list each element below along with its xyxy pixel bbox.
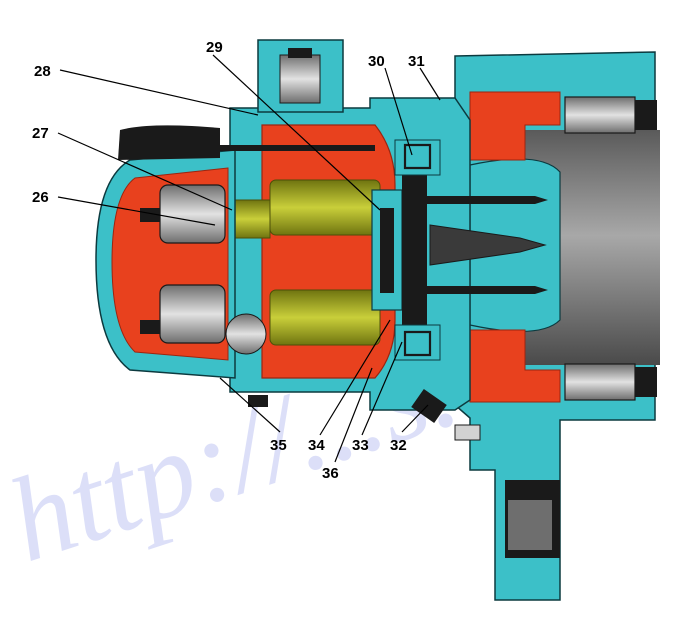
through-bolt [215,145,375,151]
callout-34: 34 [308,437,325,454]
leader-30 [384,67,413,156]
callout-33: 33 [352,437,369,454]
callout-26: 26 [32,189,49,206]
leader-32 [401,404,429,433]
contact-bolts [425,196,548,294]
leader-31 [419,67,441,101]
leader-26 [57,196,216,226]
terminal-nuts [140,184,267,355]
leader-28 [59,69,259,116]
callout-27: 27 [32,125,49,142]
callout-30: 30 [368,53,385,70]
leader-27 [57,132,233,211]
leader-35 [219,377,281,433]
leader-36 [334,367,373,463]
callout-36: 36 [322,465,339,482]
leader-lines [57,54,441,463]
callout-28: 28 [34,63,51,80]
callout-29: 29 [206,39,223,56]
spring-bellows [394,139,441,361]
brush-holders [564,96,657,401]
callout-35: 35 [270,437,287,454]
leader-33 [361,341,403,436]
callout-31: 31 [408,53,425,70]
contact-disc [371,175,427,325]
lower-terminal [248,388,481,441]
leader-34 [319,319,391,436]
callout-labels: 28 29 30 31 27 26 35 34 36 33 32 [32,39,425,482]
callout-32: 32 [390,437,407,454]
leader-29 [212,54,381,211]
field-windings [219,179,381,346]
